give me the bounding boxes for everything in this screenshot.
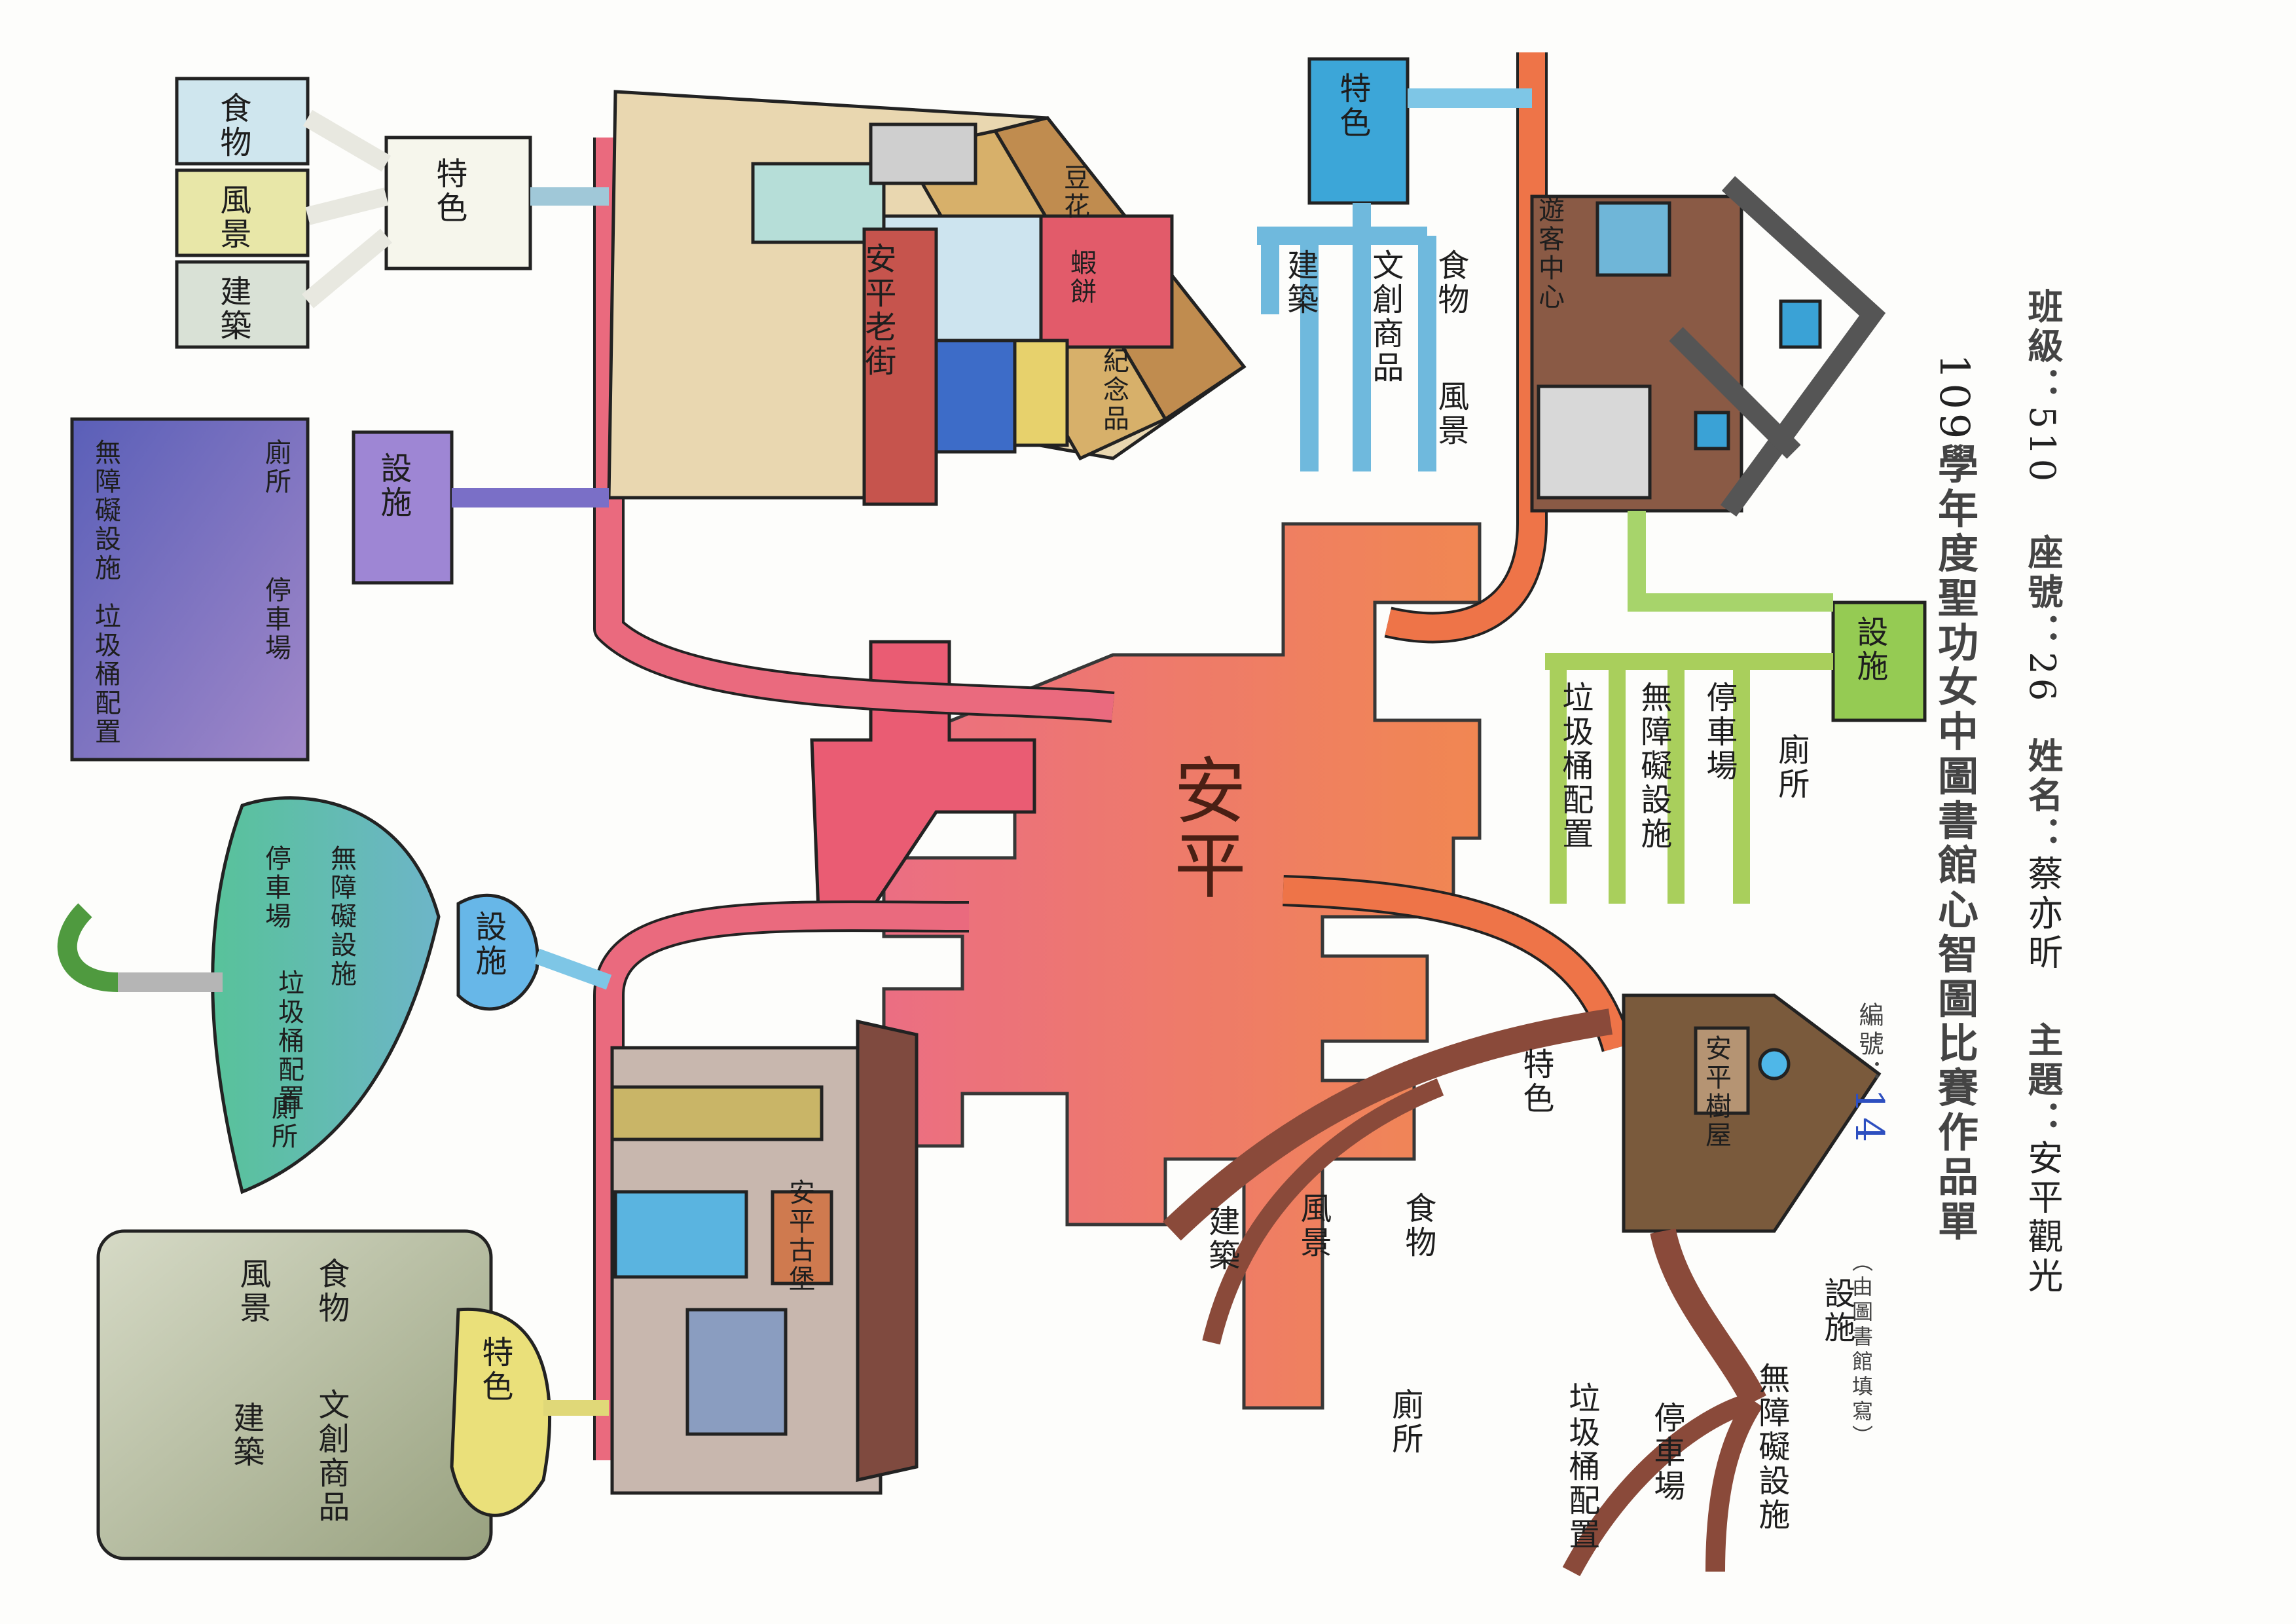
old-street-feature-label: 特色 (430, 157, 467, 225)
fort-feature-label: 特色 (476, 1336, 513, 1404)
treehouse-facility-item-3: 垃圾桶配置 (1563, 1382, 1600, 1552)
old-street-feature-item-3: 建築 (214, 275, 251, 343)
seat-value: 26 (2022, 652, 2063, 705)
visitor-center-place-label: 遊客中心 (1534, 196, 1564, 312)
fort-facility-item-2: 停車場 (261, 845, 291, 931)
serial-number: 編號：14 (1846, 1002, 1892, 1146)
visitor-center-facility-item-3: 無障礙設施 (1635, 681, 1672, 851)
visitor-center-feature-group (1257, 57, 1532, 471)
old-street-facility-item-1: 廁所 (261, 439, 291, 496)
old-street-feature-group (175, 77, 609, 349)
treehouse-illustration (1163, 993, 1882, 1577)
fort-feature-item-4: 建築 (227, 1401, 264, 1469)
old-street-shop-1: 豆花 (1059, 164, 1089, 221)
treehouse-facility-item-4: 廁所 (1386, 1388, 1423, 1456)
branch-connectors (593, 52, 1633, 1460)
visitor-center-facility-item-2: 停車場 (1700, 681, 1738, 783)
treehouse-feature-item-1: 食物 (1399, 1192, 1436, 1260)
fort-illustration (610, 1019, 919, 1495)
visitor-center-feature-item-2: 文創商品 (1366, 249, 1404, 385)
old-street-facility-label: 設施 (374, 452, 412, 520)
visitor-center-facility-item-1: 廁所 (1772, 733, 1810, 802)
fort-feature-item-3: 文創商品 (312, 1388, 350, 1524)
treehouse-feature-item-3: 建築 (1203, 1205, 1240, 1273)
visitor-center-feature-item-4: 風景 (1432, 380, 1469, 448)
header-info-line: 班級：510 座號：26 姓名：蔡亦昕 主題：安平觀光 (2016, 288, 2068, 1401)
old-street-feature-item-1: 食物 (214, 92, 251, 160)
old-street-facility-item-2: 無障礙設施 (90, 439, 120, 583)
treehouse-facility-item-1: 無障礙設施 (1753, 1362, 1790, 1532)
old-street-facility-group (70, 417, 609, 762)
serial-value: 14 (1846, 1088, 1892, 1147)
old-street-shop-3: 紀念品 (1099, 347, 1129, 434)
old-street-illustration (607, 90, 1247, 506)
visitor-center-feature-label: 特色 (1334, 72, 1371, 140)
topic-label: 主題： (2022, 1022, 2063, 1140)
center-label: 安平 (1161, 753, 1246, 902)
topic-value: 安平觀光 (2022, 1139, 2063, 1297)
fort-facility-item-1: 無障礙設施 (326, 845, 356, 989)
visitor-center-facility-label: 設施 (1851, 616, 1888, 684)
seat-label: 座號： (2022, 534, 2063, 652)
library-note: （由圖書館填寫） (1849, 1251, 1874, 1450)
old-street-feature-item-2: 風景 (214, 183, 251, 251)
old-street-facility-item-4: 垃圾桶配置 (90, 602, 120, 747)
fort-feature-group (96, 1229, 609, 1560)
fort-facility-label: 設施 (469, 910, 507, 978)
treehouse-feature-label: 特色 (1517, 1048, 1554, 1116)
fort-place-label: 安平古堡 (784, 1179, 814, 1294)
fort-feature-item-2: 風景 (234, 1257, 271, 1325)
class-value: 510 (2022, 406, 2063, 486)
class-label: 班級： (2022, 288, 2063, 406)
treehouse-feature-item-2: 風景 (1294, 1192, 1332, 1260)
title-text: 學年度聖功女中圖書館心智圖比賽作品單 (1931, 443, 1978, 1245)
treehouse-facility-label: 設施 (1818, 1277, 1855, 1345)
old-street-shop-2: 蝦餅 (1066, 249, 1096, 306)
name-value: 蔡亦昕 (2022, 855, 2063, 973)
name-label: 姓名： (2022, 737, 2063, 855)
visitor-center-facility-item-4: 垃圾桶配置 (1556, 681, 1594, 851)
old-street-facility-item-3: 停車場 (261, 576, 291, 663)
year-value: 109 (1931, 354, 1978, 443)
visitor-center-feature-item-1: 食物 (1432, 249, 1469, 317)
fort-facility-item-4: 廁所 (267, 1094, 297, 1151)
form-header: 班級：510 座號：26 姓名：蔡亦昕 主題：安平觀光 109學年度聖功女中圖書… (1820, 249, 2121, 1559)
fort-feature-item-1: 食物 (312, 1257, 350, 1325)
serial-label: 編號： (1855, 1002, 1884, 1088)
visitor-center-facility-group (1545, 511, 1927, 904)
treehouse-facility-item-2: 停車場 (1648, 1401, 1685, 1504)
old-street-place-label: 安平老街 (859, 242, 896, 378)
visitor-center-illustration (1530, 175, 1886, 517)
fort-facility-item-3: 垃圾桶配置 (274, 969, 304, 1113)
visitor-center-feature-item-3: 建築 (1281, 249, 1319, 317)
treehouse-place-label: 安平樹屋 (1701, 1035, 1731, 1150)
fort-facility-group (57, 796, 612, 1194)
form-title: 109學年度聖功女中圖書館心智圖比賽作品單 (1925, 354, 1984, 1598)
